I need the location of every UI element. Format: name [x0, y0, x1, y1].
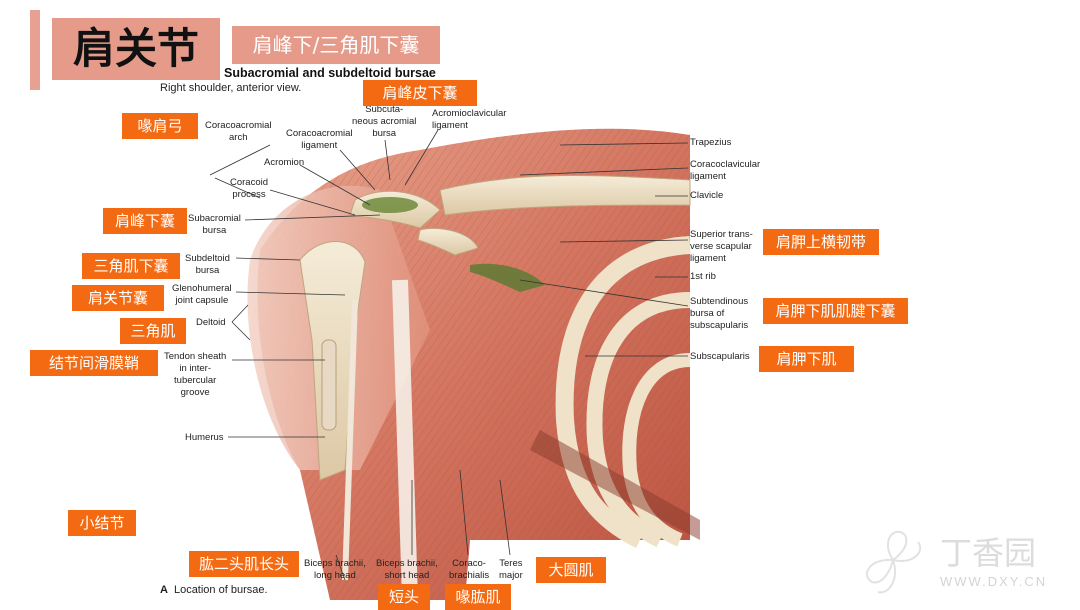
label-acromion: Acromion: [264, 157, 305, 168]
watermark-flower-icon: [865, 530, 922, 594]
title-background: [52, 18, 220, 80]
cn-label-subscapularis: 肩胛下肌: [759, 346, 854, 372]
coracoid-bone: [417, 227, 479, 256]
cn-label-deltoid: 三角肌: [120, 318, 186, 344]
slide-subtitle: 肩峰下/三角肌下囊: [232, 26, 440, 64]
label-acromioclavicular-ligament: Acromioclavicular ligament: [432, 108, 507, 131]
label-biceps-short: Biceps brachii, short head: [376, 558, 438, 581]
watermark-url: WWW.DXY.CN: [940, 574, 1048, 589]
cn-label-subdeltoid-bursa: 三角肌下囊: [82, 253, 180, 279]
label-subacromial-bursa: Subacromial bursa: [188, 213, 241, 236]
label-coracoacromial-arch: Coracoacromial arch: [205, 120, 272, 143]
label-deltoid: Deltoid: [196, 317, 226, 328]
cn-label-lesser-tubercle: 小结节: [68, 510, 136, 536]
cn-label-biceps-long: 肱二头肌长头: [189, 551, 299, 577]
watermark-text: 丁香园: [940, 534, 1037, 572]
label-clavicle: Clavicle: [690, 190, 724, 201]
label-subcutaneous-bursa: Subcuta- neous acromial bursa: [352, 104, 417, 139]
figure-subtitle: Right shoulder, anterior view.: [160, 82, 302, 94]
label-coracobrachialis: Coraco- brachialis: [449, 558, 490, 581]
figure-caption: A Location of bursae.: [160, 584, 268, 596]
label-tendon-sheath: Tendon sheath in inter- tubercular groov…: [164, 351, 227, 398]
cn-label-tendon-sheath: 结节间滑膜鞘: [30, 350, 158, 376]
cn-label-joint-capsule: 肩关节囊: [72, 285, 164, 311]
label-trapezius: Trapezius: [690, 137, 732, 148]
caption-letter: A: [160, 584, 168, 596]
caption-text: Location of bursae.: [173, 584, 268, 596]
label-humerus: Humerus: [185, 432, 224, 443]
label-glenohumeral-capsule: Glenohumeral joint capsule: [172, 283, 232, 306]
title-accent-bar: [30, 10, 40, 90]
label-superior-transverse: Superior trans- verse scapular ligament: [690, 229, 753, 264]
label-subdeltoid-bursa: Subdeltoid bursa: [185, 253, 230, 276]
cn-label-subcutaneous-bursa: 肩峰皮下囊: [363, 80, 477, 106]
subtendinous-bursa: [470, 263, 545, 292]
cn-label-coracobrachialis: 喙肱肌: [445, 584, 511, 610]
label-coracoclavicular-ligament: Coracoclavicular ligament: [690, 159, 761, 182]
cn-label-teres-major: 大圆肌: [536, 557, 606, 583]
rib-cage: [555, 236, 691, 549]
cn-label-coracoacromial-arch: 喙肩弓: [122, 113, 198, 139]
clavicle-bone: [439, 175, 691, 216]
figure-title: Subacromial and subdeltoid bursae: [224, 66, 436, 80]
slide-title: 肩关节: [72, 24, 199, 73]
label-first-rib: 1st rib: [690, 271, 716, 282]
label-biceps-long: Biceps brachii, long head: [304, 558, 366, 581]
label-coracoid-process: Coracoid process: [230, 177, 269, 200]
subacromial-bursa: [362, 197, 418, 213]
cn-label-subtendinous-bursa: 肩胛下肌肌腱下囊: [763, 298, 908, 324]
tendon-sheath: [321, 339, 337, 431]
label-coracoacromial-ligament: Coracoacromial ligament: [286, 128, 353, 151]
label-subscapularis: Subscapularis: [690, 351, 750, 362]
cn-label-superior-transverse: 肩胛上横韧带: [763, 229, 879, 255]
cn-label-biceps-short: 短头: [378, 584, 430, 610]
label-teres-major: Teres major: [499, 558, 523, 581]
label-subtendinous-bursa: Subtendinous bursa of subscapularis: [690, 296, 749, 331]
cn-label-subacromial-bursa: 肩峰下囊: [103, 208, 187, 234]
